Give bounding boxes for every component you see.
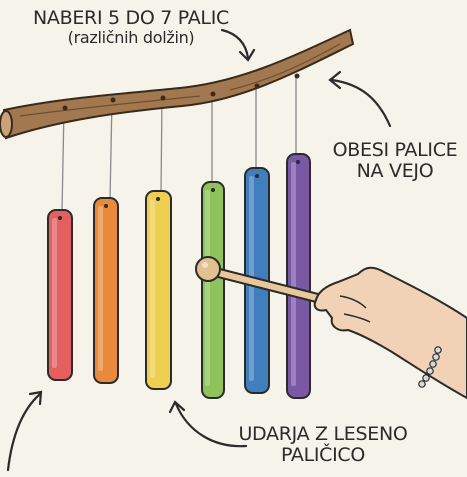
arrow-icon xyxy=(8,394,40,470)
chime-tube-icon xyxy=(48,210,72,380)
arrow-icon xyxy=(332,80,390,126)
hand-icon xyxy=(315,268,467,398)
gather-sticks-line2: (različnih dolžin) xyxy=(6,29,256,47)
chime-tube-icon xyxy=(287,154,310,398)
hang-sticks-line1: OBESI PALICE xyxy=(330,140,460,161)
hang-sticks-label: OBESI PALICE NA VEJO xyxy=(330,140,460,183)
gather-sticks-label: NABERI 5 DO 7 PALIC (različnih dolžin) xyxy=(6,8,256,47)
hang-sticks-line2: NA VEJO xyxy=(330,161,460,182)
strike-line1: UDARJA Z LESENO xyxy=(228,424,418,445)
chime-tube-icon xyxy=(146,191,171,389)
chime-tubes xyxy=(48,154,310,398)
gather-sticks-line1: NABERI 5 DO 7 PALIC xyxy=(33,7,229,29)
strike-label: UDARJA Z LESENO PALIČICO xyxy=(228,424,418,467)
chime-tube-icon xyxy=(94,198,118,383)
strike-line2: PALIČICO xyxy=(228,445,418,466)
